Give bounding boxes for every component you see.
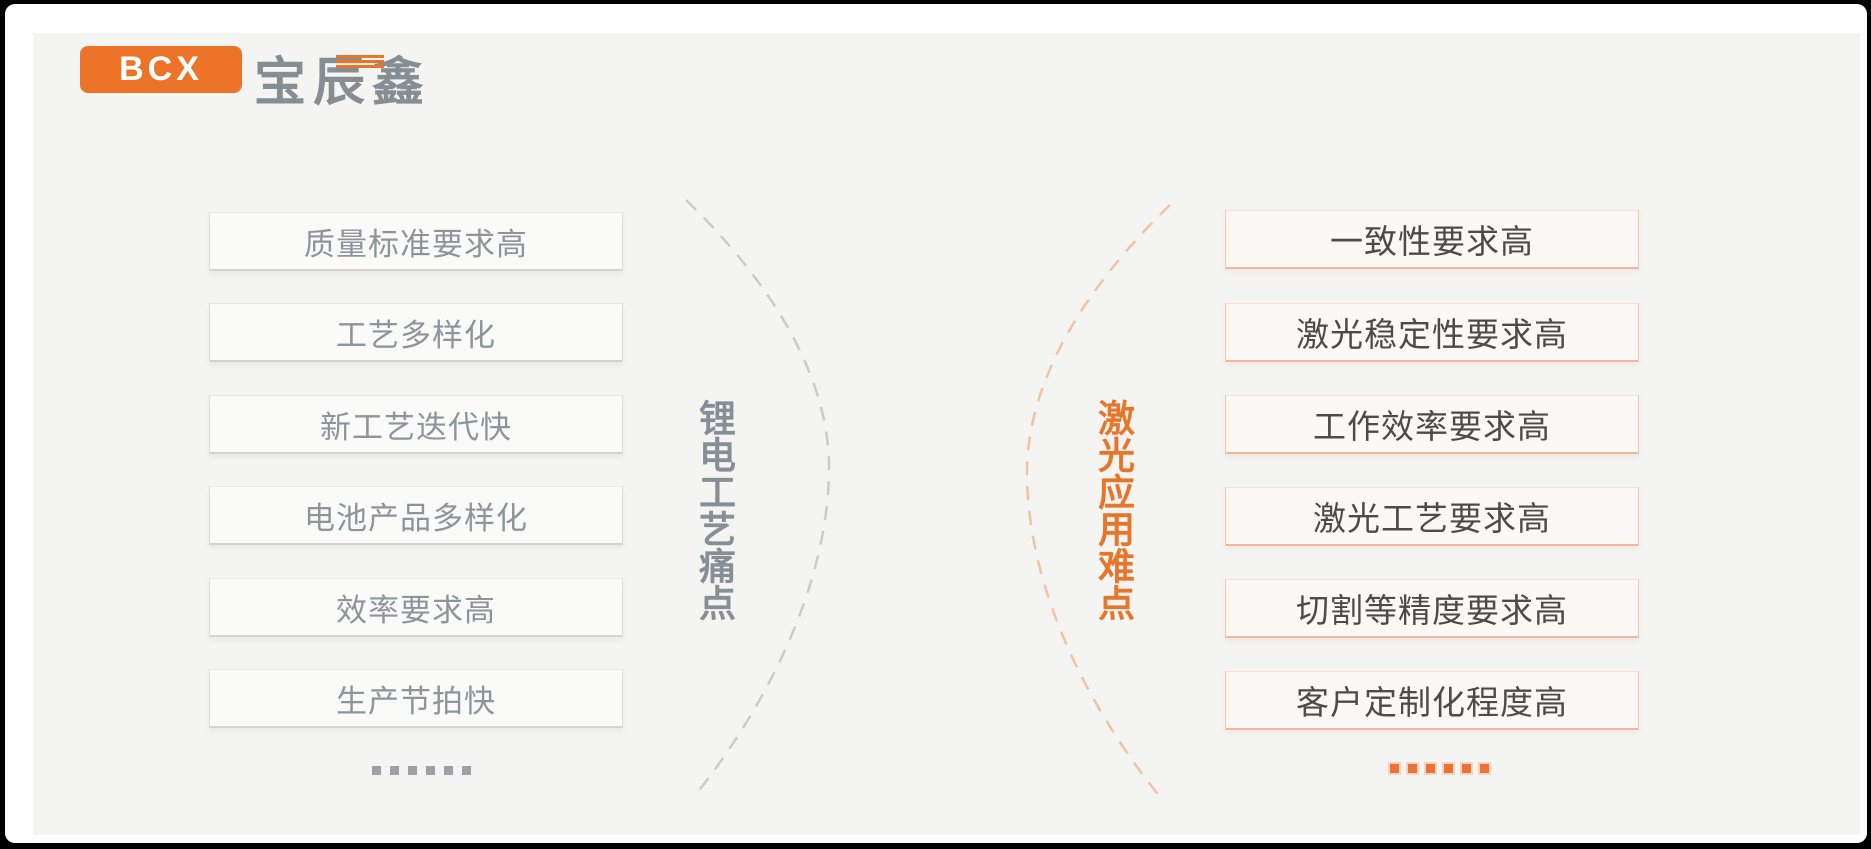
- right-ellipsis-dots: [1388, 762, 1491, 775]
- pain-point-label: 效率要求高: [336, 592, 496, 628]
- difficulty-box: 切割等精度要求高: [1225, 579, 1639, 638]
- pain-point-box: 质量标准要求高: [209, 212, 623, 271]
- logo-badge-text: BCX: [119, 50, 203, 88]
- pain-point-label: 新工艺迭代快: [320, 409, 512, 445]
- logo-bcx-badge: BCX: [80, 46, 242, 93]
- pain-point-label: 工艺多样化: [336, 317, 496, 353]
- difficulty-box: 一致性要求高: [1225, 210, 1639, 269]
- left-group-title: 锂电工艺痛点: [693, 399, 735, 621]
- difficulty-label: 切割等精度要求高: [1296, 592, 1568, 629]
- difficulty-box: 客户定制化程度高: [1225, 671, 1639, 730]
- logo-orange-stripes-decoration: [336, 55, 384, 68]
- pain-point-box: 生产节拍快: [209, 669, 623, 728]
- difficulty-box: 激光工艺要求高: [1225, 487, 1639, 546]
- difficulty-label: 一致性要求高: [1330, 223, 1534, 260]
- pain-point-box: 效率要求高: [209, 578, 623, 637]
- difficulty-label: 激光稳定性要求高: [1296, 316, 1568, 353]
- pain-point-box: 新工艺迭代快: [209, 395, 623, 454]
- difficulty-label: 客户定制化程度高: [1296, 684, 1568, 721]
- pain-point-box: 电池产品多样化: [209, 486, 623, 545]
- logo-company-name: 宝辰鑫: [254, 54, 432, 112]
- difficulty-label: 工作效率要求高: [1313, 408, 1551, 445]
- difficulty-label: 激光工艺要求高: [1313, 500, 1551, 537]
- pain-point-label: 质量标准要求高: [304, 226, 528, 262]
- difficulty-box: 工作效率要求高: [1225, 395, 1639, 454]
- pain-point-label: 电池产品多样化: [304, 500, 528, 536]
- left-ellipsis-dots: [372, 766, 471, 775]
- difficulty-box: 激光稳定性要求高: [1225, 303, 1639, 362]
- pain-point-box: 工艺多样化: [209, 303, 623, 362]
- pain-point-label: 生产节拍快: [336, 683, 496, 719]
- right-group-title: 激光应用难点: [1092, 399, 1134, 621]
